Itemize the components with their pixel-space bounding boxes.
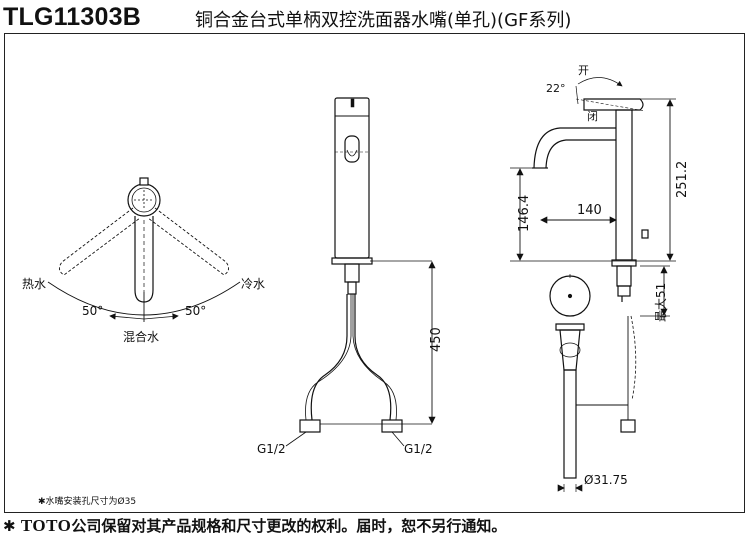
dim-251-label: 251.2 <box>675 161 690 198</box>
thread-left-label: G1/2 <box>257 442 286 456</box>
mounting-shank <box>344 263 360 283</box>
angle-left-label: 50° <box>82 304 103 318</box>
side-connector <box>620 419 636 433</box>
connector-left <box>299 419 321 433</box>
footer-asterisk: ✱ <box>3 517 16 535</box>
mixed-water-label: 混合水 <box>123 329 159 344</box>
side-view <box>510 77 676 492</box>
closed-label: 闭 <box>587 110 598 123</box>
top-view <box>47 177 241 322</box>
drain-body <box>559 329 581 371</box>
lever-hot-position <box>59 207 141 276</box>
drawing-frame <box>4 33 745 513</box>
model-number: TLG11303B <box>3 3 141 31</box>
hose-left <box>310 294 348 421</box>
spout-outlet <box>344 135 360 163</box>
spout-bottom <box>545 139 616 169</box>
hole-size-note: ✱水嘴安装孔尺寸为Ø35 <box>38 495 136 507</box>
dim-3175-label: Ø31.75 <box>584 473 628 487</box>
handle-stub <box>139 177 149 186</box>
drain-tailpiece <box>563 369 577 479</box>
handle-open <box>583 98 644 111</box>
open-label: 开 <box>578 64 589 77</box>
footer-disclaimer: ✱ TOTO公司保留对其产品规格和尺寸更改的权利。届时，恕不另行通知。 <box>3 515 506 536</box>
handle-closed-dashed <box>575 98 646 112</box>
shank-nut <box>347 281 357 295</box>
faucet-body-front <box>334 97 370 259</box>
dim-max51-label: 最大51 <box>654 283 668 322</box>
angle-right-label: 50° <box>185 304 206 318</box>
brand-name: TOTO <box>20 516 72 535</box>
hose-right <box>354 294 392 421</box>
cold-water-label: 冷水 <box>241 277 265 291</box>
angle-22-label: 22° <box>546 82 566 95</box>
product-title: 铜合金台式单柄双控洗面器水嘴(单孔)(GF系列) <box>195 10 572 31</box>
dim-140-label: 140 <box>577 203 602 218</box>
spout-top <box>533 127 616 169</box>
lever-cold-position <box>147 207 229 276</box>
base-flange <box>331 257 373 265</box>
connector-right <box>381 419 403 433</box>
thread-right-label: G1/2 <box>404 442 433 456</box>
dim-146-label: 146.4 <box>517 195 532 232</box>
faucet-body-side <box>615 109 633 261</box>
hot-water-label: 热水 <box>22 277 46 291</box>
drain-flange <box>555 323 585 331</box>
dim-450-label: 450 <box>429 327 444 352</box>
header: TLG11303B 铜合金台式单柄双控洗面器水嘴(单孔)(GF系列) <box>0 0 750 34</box>
footer-text: 公司保留对其产品规格和尺寸更改的权利。届时，恕不另行通知。 <box>71 517 507 535</box>
front-view <box>285 97 436 447</box>
